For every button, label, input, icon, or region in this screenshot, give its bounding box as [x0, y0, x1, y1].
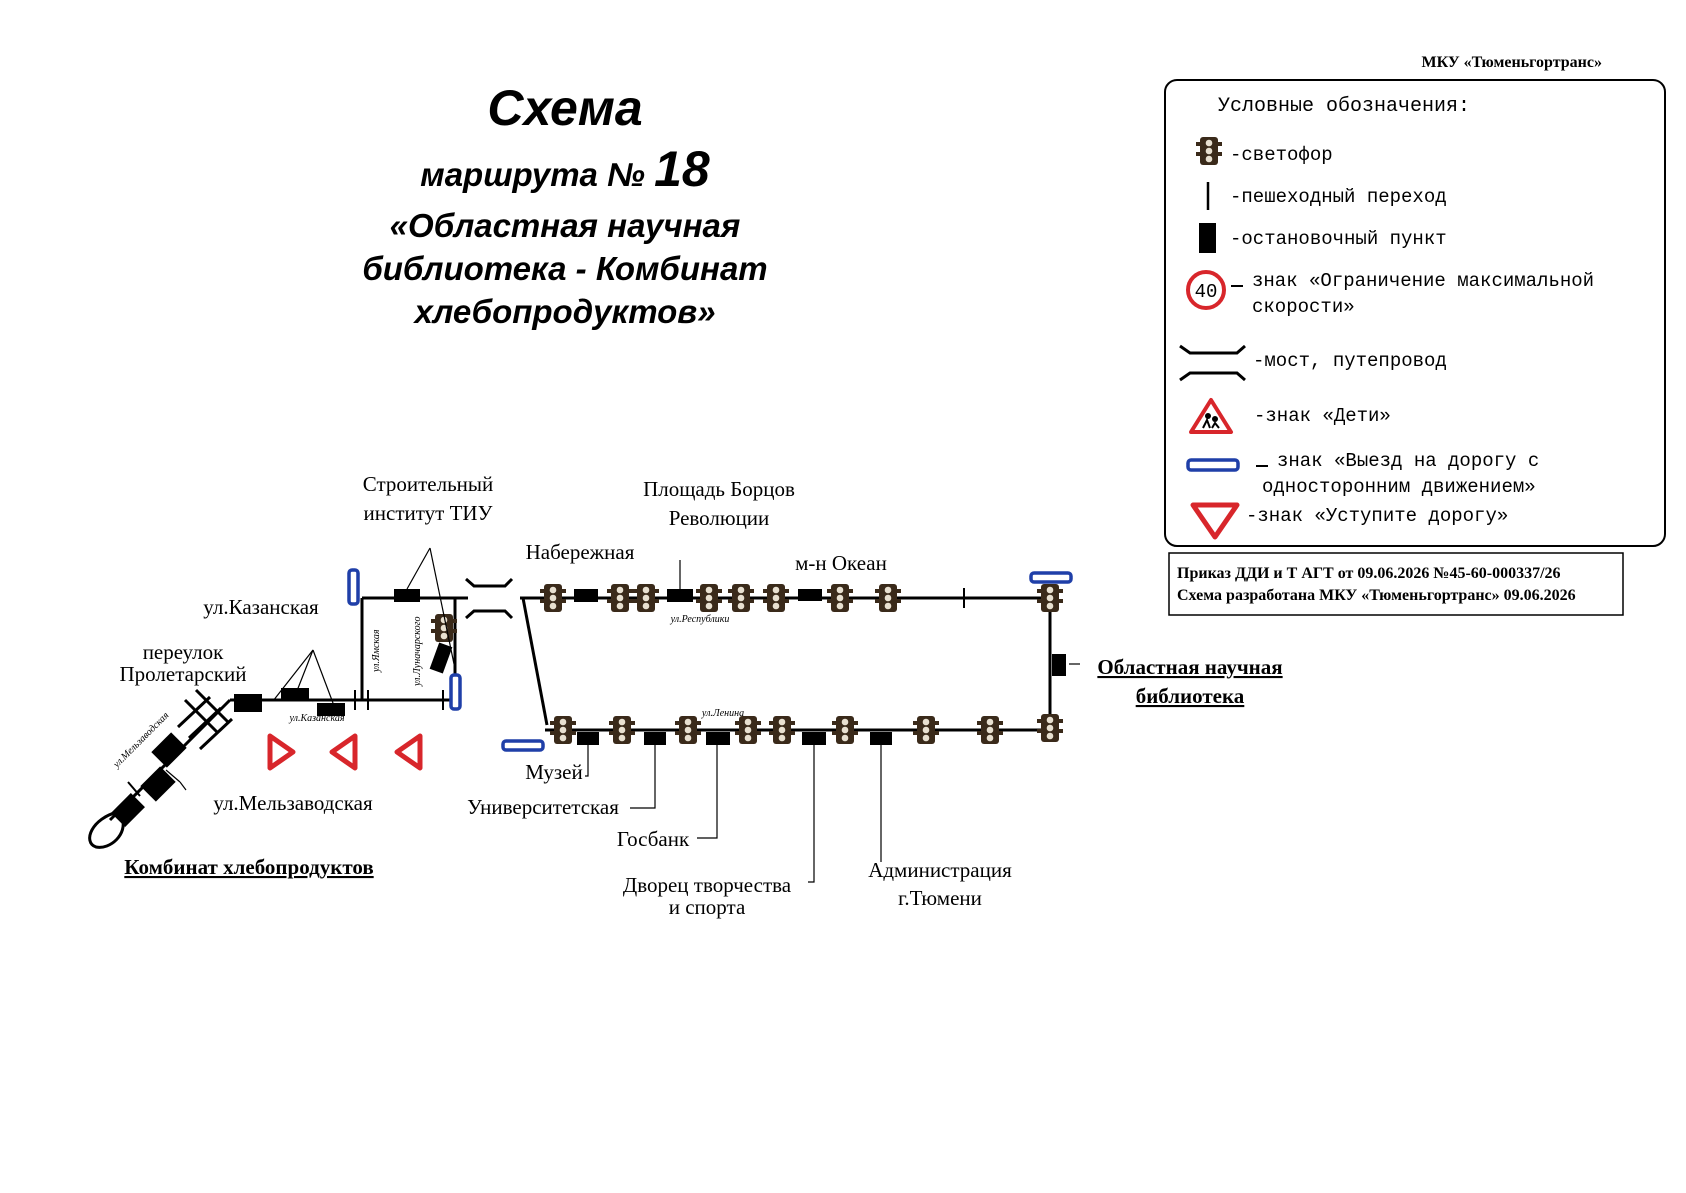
street-labels: ул.Республики ул.Ленина ул.Казанская ул.… [111, 614, 744, 771]
one-way-sign-icon [1029, 571, 1073, 584]
speed-limit-sign-icon: 40 [1186, 270, 1226, 310]
railway-crossing [176, 688, 234, 751]
bus-stop [394, 589, 420, 602]
one-way-sign-icon [501, 739, 545, 752]
stop-label-melzavodskaya: ул.Мельзаводская [213, 791, 373, 815]
one-way-sign-icon [347, 568, 360, 606]
title-line-2: маршрута № 18 [420, 141, 710, 197]
legend-one-way-1: знак «Выезд на дорогу с [1277, 450, 1539, 472]
terminal-label-library-2: библиотека [1136, 684, 1245, 708]
one-way-sign-icon [449, 673, 462, 711]
legend-bus-stop: -остановочный пункт [1230, 228, 1447, 250]
bus-stop [1052, 654, 1066, 676]
stop-label-kazanskaya: ул.Казанская [203, 595, 319, 619]
stop-label-muzey: Музей [525, 760, 583, 784]
bus-stop [870, 732, 892, 745]
stop-label-gosbank: Госбанк [617, 827, 690, 851]
street-label-lunacharskogo: ул.Луначарского [412, 617, 423, 687]
legend-bridge: -мост, путепровод [1253, 350, 1447, 372]
svg-text:40: 40 [1195, 281, 1218, 303]
bus-stop [577, 732, 599, 745]
stop-label-ploshchad-2: Революции [669, 506, 770, 530]
title-line-5: хлебопродуктов» [412, 293, 715, 330]
yield-sign-icon [329, 733, 358, 771]
street-label-respubliki: ул.Республики [670, 614, 730, 625]
street-label-yamskaya: ул.Ямская [371, 629, 382, 673]
bus-stop [140, 766, 176, 802]
legend-children: -знак «Дети» [1254, 405, 1391, 427]
title-line-3: «Областная научная [390, 207, 741, 244]
bus-stop [111, 793, 145, 827]
yield-sign-icon [267, 733, 296, 771]
legend-frame [1164, 79, 1666, 547]
stop-label-pereulok-2: Пролетарский [120, 662, 247, 686]
legend-speed-limit-1: знак «Ограничение максимальной [1252, 270, 1594, 292]
legend-one-way-2: односторонним движением» [1262, 476, 1536, 498]
bus-stop [706, 732, 730, 745]
bus-stop [802, 732, 826, 745]
order-line-2: Схема разработана МКУ «Тюменьгортранс» 0… [1177, 587, 1576, 604]
street-label-lenina: ул.Ленина [701, 708, 744, 719]
legend-crosswalk: -пешеходный переход [1230, 186, 1447, 208]
legend-speed-limit-2: скорости» [1252, 296, 1355, 318]
street-label-kazanskaya: ул.Казанская [288, 713, 344, 724]
bus-stop [429, 642, 453, 674]
stop-label-stroitelny-2: институт ТИУ [364, 501, 493, 525]
bus-stop [798, 589, 822, 601]
legend-heading: Условные обозначения: [1218, 95, 1470, 118]
stop-label-naberezhnaya: Набережная [526, 540, 635, 564]
bus-stop [317, 703, 345, 716]
one-way-signs [347, 568, 1073, 752]
terminal-label-kombinat: Комбинат хлебопродуктов [124, 855, 373, 879]
stop-label-universitetskaya: Университетская [467, 795, 619, 819]
bus-stop-icon [1199, 223, 1216, 253]
bridge-on-route [465, 577, 514, 620]
stop-label-dvorets-1: Дворец творчества [623, 873, 792, 897]
bus-stop [234, 694, 262, 712]
stop-label-dvorets-2: и спорта [669, 895, 746, 919]
callout-lines [165, 547, 1080, 883]
stop-label-pereulok-1: переулок [143, 640, 224, 664]
terminal-label-library-1: Областная научная [1097, 655, 1282, 679]
stop-labels: Строительный институт ТИУ Площадь Борцов… [120, 472, 1283, 919]
title-line-4: библиотека - Комбинат [362, 250, 767, 287]
stop-label-stroitelny-1: Строительный [363, 472, 494, 496]
traffic-light-icon [1037, 714, 1063, 742]
bus-stop [644, 732, 666, 745]
order-line-1: Приказ ДДИ и Т АГТ от 09.06.2026 №45-60-… [1177, 565, 1561, 582]
yield-sign-icon [1190, 502, 1240, 540]
bus-stops [111, 589, 1066, 827]
stop-label-ploshchad-1: Площадь Борцов [643, 477, 795, 501]
title-line-1: Схема [487, 80, 642, 136]
crosswalk [127, 781, 141, 797]
organization-name: МКУ «Тюменьгортранс» [1421, 54, 1602, 71]
legend-yield: -знак «Уступите дорогу» [1246, 505, 1508, 527]
bus-stop [574, 589, 598, 602]
yield-sign-icon [394, 733, 423, 771]
bus-stop [667, 589, 693, 602]
yield-signs [267, 733, 423, 771]
stop-label-admin-1: Администрация [868, 858, 1012, 882]
route-diagonal [521, 597, 549, 726]
route-loop [88, 810, 125, 849]
order-box: Приказ ДДИ и Т АГТ от 09.06.2026 №45-60-… [1168, 552, 1624, 616]
legend: Условные обозначения: -светофор -пешеход… [1164, 79, 1666, 547]
legend-traffic-light: -светофор [1230, 144, 1333, 166]
crosswalks [127, 588, 965, 797]
bus-stop [151, 732, 187, 768]
bridge-icon [1179, 344, 1246, 382]
stop-label-admin-2: г.Тюмени [898, 886, 982, 910]
stop-label-okean: м-н Океан [795, 551, 887, 575]
one-way-sign-icon [1186, 458, 1240, 472]
scheme-title: Схема маршрута № 18 «Областная научная б… [362, 80, 767, 330]
children-sign-icon [1189, 398, 1233, 434]
